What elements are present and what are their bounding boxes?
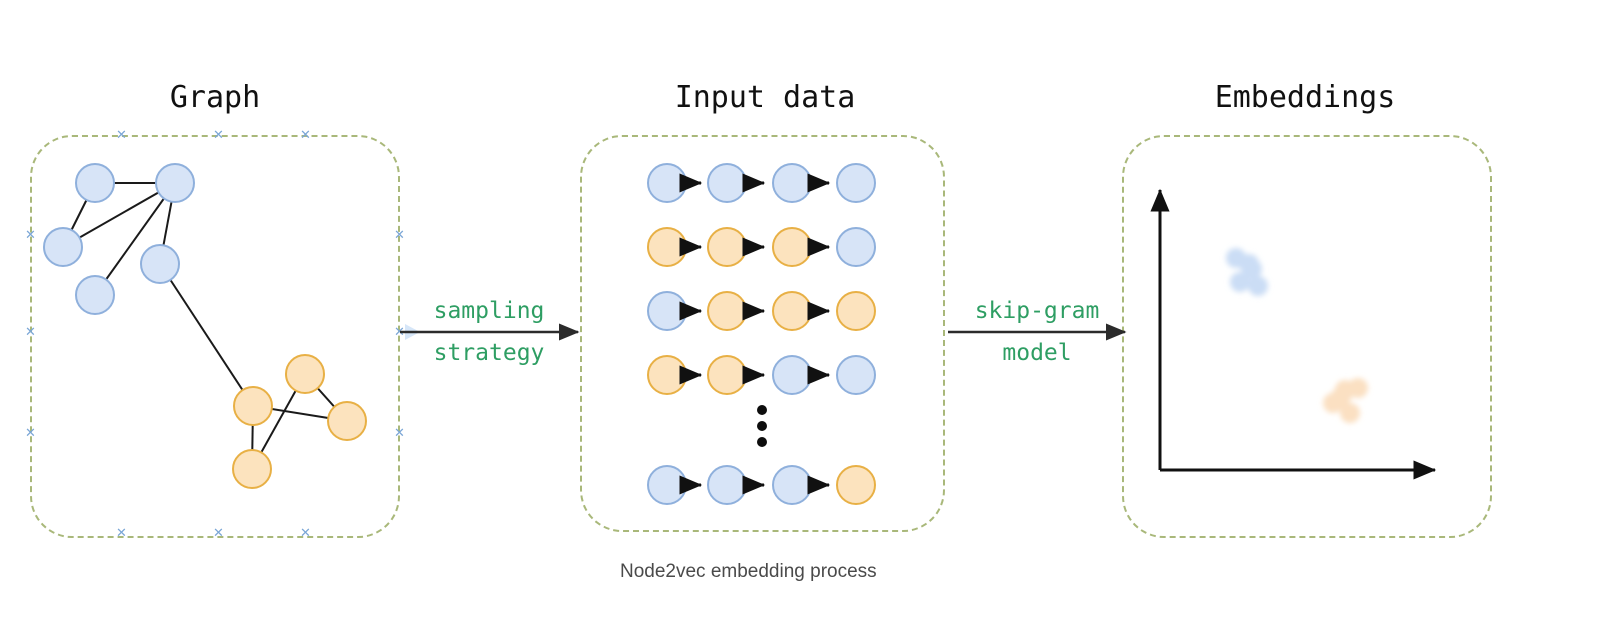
border-x-marker: ✕ — [25, 325, 36, 340]
border-x-marker: ✕ — [300, 526, 311, 541]
border-x-marker: ✕ — [394, 228, 405, 243]
flow-arrow-sampling — [400, 323, 580, 341]
arrow-label-skipgram-line2: model — [1002, 340, 1072, 366]
border-x-marker: ✕ — [116, 128, 127, 143]
panel-input-data — [580, 135, 945, 532]
border-x-marker: ✕ — [300, 128, 311, 143]
panel-title-input-data: Input data — [674, 80, 856, 115]
figure-caption: Node2vec embedding process — [620, 561, 877, 582]
border-x-marker: ✕ — [394, 325, 405, 340]
panel-title-embeddings: Embeddings — [1214, 80, 1396, 115]
border-x-marker: ✕ — [25, 426, 36, 441]
arrow-label-sampling-line1: sampling — [433, 298, 545, 324]
arrow-label-sampling-line2: strategy — [433, 340, 545, 366]
border-x-marker: ✕ — [394, 426, 405, 441]
arrow-label-skipgram-line1: skip-gram — [974, 298, 1100, 324]
border-x-marker: ✕ — [116, 526, 127, 541]
border-x-marker: ✕ — [213, 526, 224, 541]
panel-embeddings — [1122, 135, 1492, 538]
panel-graph — [30, 135, 400, 538]
border-x-marker: ✕ — [213, 128, 224, 143]
border-x-marker: ✕ — [25, 228, 36, 243]
panel-title-graph: Graph — [169, 80, 261, 115]
